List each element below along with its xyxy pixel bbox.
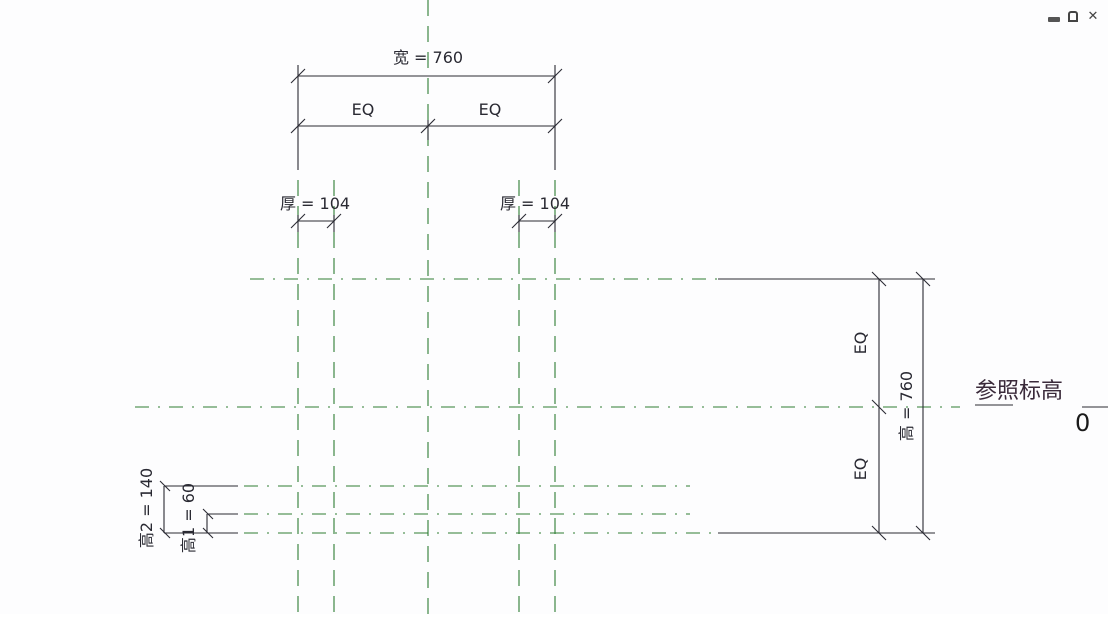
close-button[interactable]: ✕ <box>1086 8 1100 24</box>
vertical-reference-planes <box>297 0 556 614</box>
width-dimension[interactable]: 宽 = 760 <box>290 48 563 170</box>
reference-level[interactable]: 参照标高 0 <box>975 379 1108 437</box>
restore-icon <box>1068 10 1078 22</box>
thickness-right-label[interactable]: 厚 = 104 <box>500 194 570 213</box>
width-eq-dimension[interactable]: EQ EQ <box>290 100 563 140</box>
width-eq-right-label: EQ <box>479 100 502 119</box>
width-eq-left-label: EQ <box>352 100 375 119</box>
height-dimension[interactable]: 高 = 760 <box>897 271 931 541</box>
height-eq-dimension[interactable]: EQ EQ <box>851 271 887 541</box>
horizontal-reference-planes <box>135 278 960 534</box>
minimize-icon <box>1048 16 1060 22</box>
height-eq-bottom-label: EQ <box>851 458 870 481</box>
close-icon: ✕ <box>1087 8 1099 24</box>
thickness-left-label[interactable]: 厚 = 104 <box>280 194 350 213</box>
thickness-right-dimension[interactable]: 厚 = 104 <box>500 194 570 232</box>
level-name-label[interactable]: 参照标高 <box>975 379 1063 404</box>
width-dimension-label[interactable]: 宽 = 760 <box>393 48 463 67</box>
height1-label[interactable]: 高1 = 60 <box>179 483 198 553</box>
restore-button[interactable] <box>1066 8 1080 24</box>
minimize-button[interactable] <box>1046 8 1062 24</box>
level-elevation-label[interactable]: 0 <box>1075 409 1090 437</box>
height2-label[interactable]: 高2 = 140 <box>137 468 156 548</box>
thickness-left-dimension[interactable]: 厚 = 104 <box>280 194 350 232</box>
height2-dimension[interactable]: 高2 = 140 <box>137 468 238 548</box>
height1-dimension[interactable]: 高1 = 60 <box>179 483 238 553</box>
height-eq-top-label: EQ <box>851 332 870 355</box>
height-dimension-label[interactable]: 高 = 760 <box>897 371 916 441</box>
